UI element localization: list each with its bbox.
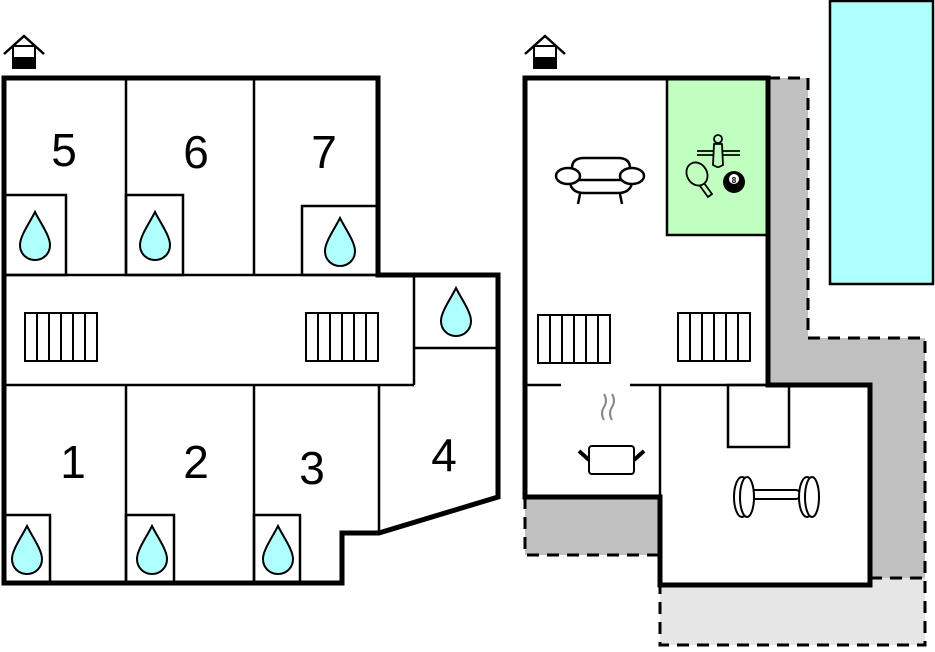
water-drop-icon (139, 211, 171, 261)
room-number-6: 6 (183, 126, 209, 178)
dumbbell-icon (733, 476, 820, 518)
cooking-pot-icon (577, 393, 646, 475)
table-football-icon (697, 134, 740, 168)
stairs-icon (537, 314, 611, 364)
house-entrance-icon (523, 34, 567, 70)
stairs-icon (677, 312, 751, 362)
water-drop-icon (136, 525, 168, 575)
swimming-pool (828, 0, 935, 286)
left-floor: 5 6 7 1 2 3 4 (1, 34, 501, 586)
water-drop-icon (440, 287, 472, 337)
ping-pong-icon (685, 161, 714, 199)
right-floor: 8 (522, 34, 873, 588)
water-drop-icon (19, 211, 51, 261)
sofa-icon (554, 156, 646, 205)
room-number-3: 3 (299, 442, 325, 494)
room-number-1: 1 (60, 436, 86, 488)
room-number-7: 7 (311, 126, 337, 178)
stairs-icon (305, 312, 379, 362)
room-number-2: 2 (183, 436, 209, 488)
stairs-icon (24, 312, 98, 362)
water-drop-icon (324, 217, 356, 267)
water-drop-icon (11, 525, 43, 575)
water-drop-icon (262, 525, 294, 575)
billiard-ball-icon: 8 (723, 171, 745, 193)
room-number-4: 4 (431, 429, 457, 481)
terrace-area (523, 76, 927, 647)
house-entrance-icon (2, 34, 46, 70)
billiard-ball-number: 8 (732, 176, 737, 185)
room-number-5: 5 (51, 124, 77, 176)
